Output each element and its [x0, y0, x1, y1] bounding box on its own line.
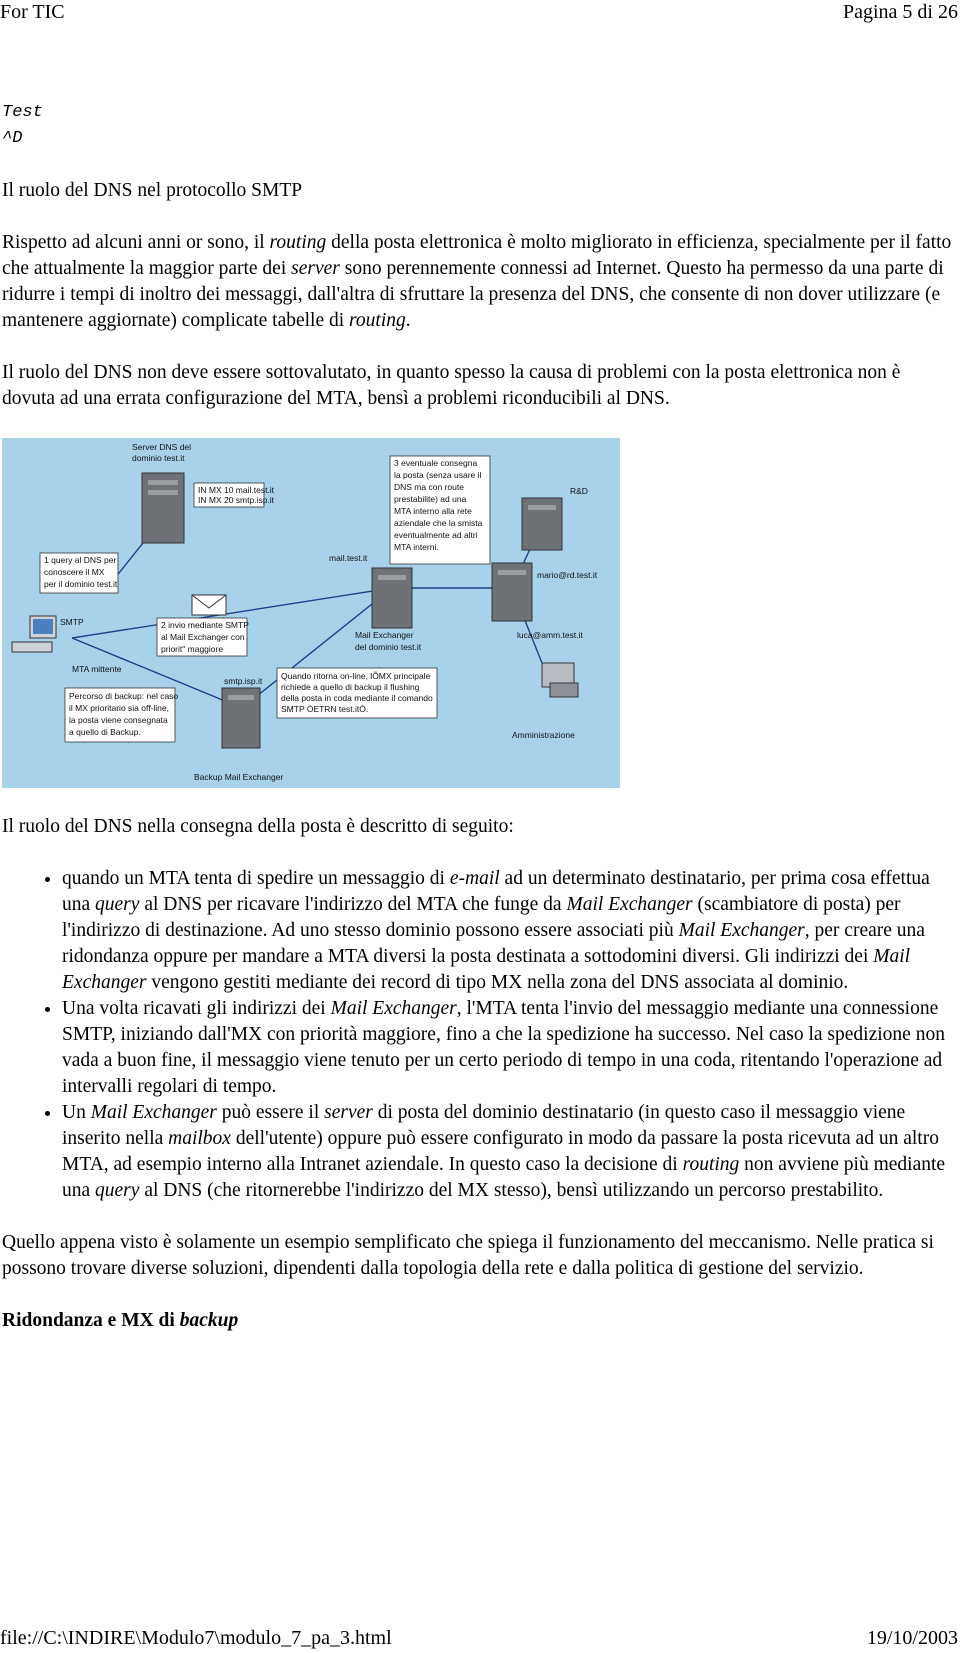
label-smtp: SMTP: [60, 617, 84, 627]
document-body: Test ^D Il ruolo del DNS nel protocollo …: [2, 100, 957, 1360]
page-header: For TIC Pagina 5 di 26: [0, 0, 960, 26]
svg-text:al Mail Exchanger con: al Mail Exchanger con: [161, 632, 245, 642]
label-mario: mario@rd.test.it: [537, 570, 598, 580]
label-admin: Amministrazione: [512, 730, 575, 740]
paragraph-dns-role: Il ruolo del DNS non deve essere sottova…: [2, 362, 901, 409]
label-mail-host: mail.test.it: [329, 553, 368, 563]
header-title: For TIC: [0, 1, 65, 23]
svg-text:la posta (senza usare il: la posta (senza usare il: [394, 470, 482, 480]
list-item: Un Mail Exchanger può essere il server d…: [62, 1100, 957, 1204]
svg-text:IN MX 20 smtp.isp.it: IN MX 20 smtp.isp.it: [198, 495, 275, 505]
label-step3: 3 eventuale consegna: [394, 458, 477, 468]
section-heading-backup: Ridondanza e MX di backup: [2, 1310, 239, 1331]
svg-text:la posta viene consegnata: la posta viene consegnata: [69, 715, 168, 725]
footer-file-path: file://C:\INDIRE\Modulo7\modulo_7_pa_3.h…: [0, 1627, 392, 1649]
label-luca: luca@amm.test.it: [517, 630, 583, 640]
svg-text:richiede a quello di backup il: richiede a quello di backup il flushing: [281, 682, 420, 692]
svg-text:MTA interni.: MTA interni.: [394, 542, 439, 552]
svg-text:SMTP ÒETRN test.itÓ.: SMTP ÒETRN test.itÓ.: [281, 704, 368, 714]
label-server-dns: Server DNS del: [132, 442, 191, 452]
svg-text:MTA interno alla rete: MTA interno alla rete: [394, 506, 472, 516]
mono-line-2: ^D: [2, 129, 23, 148]
label-step2: 2 invio mediante SMTP: [161, 620, 249, 630]
label-return-note: Quando ritorna on-line, lÕMX principale: [281, 671, 431, 681]
svg-text:per il dominio test.it: per il dominio test.it: [44, 579, 118, 589]
delivery-steps-list: quando un MTA tenta di spedire un messag…: [2, 866, 957, 1204]
svg-text:prestabilite) ad una: prestabilite) ad una: [394, 494, 467, 504]
svg-text:DNS ma con route: DNS ma con route: [394, 482, 464, 492]
section-title: Il ruolo del DNS nel protocollo SMTP: [2, 180, 303, 201]
svg-text:della posta in coda mediante i: della posta in coda mediante il comando: [281, 693, 433, 703]
list-item: Una volta ricavati gli indirizzi dei Mai…: [62, 996, 957, 1100]
mono-line-1: Test: [2, 103, 43, 122]
paragraph-dns-delivery: Il ruolo del DNS nella consegna della po…: [2, 816, 514, 837]
paragraph-routing: Rispetto ad alcuni anni or sono, il rout…: [2, 232, 952, 331]
svg-text:dominio test.it: dominio test.it: [132, 453, 185, 463]
label-rd: R&D: [570, 486, 588, 496]
svg-text:il MX prioritario sia off-lin: il MX prioritario sia off-line,: [69, 703, 169, 713]
label-step1: 1 query al DNS per: [44, 555, 116, 565]
svg-text:conoscere il MX: conoscere il MX: [44, 567, 105, 577]
svg-text:a quello di Backup.: a quello di Backup.: [69, 727, 141, 737]
label-backup-note: Percorso di backup: nel caso: [69, 691, 178, 701]
page-number: Pagina 5 di 26: [843, 1, 958, 23]
list-item: quando un MTA tenta di spedire un messag…: [62, 866, 957, 996]
footer-date: 19/10/2003: [866, 1627, 958, 1649]
dns-mx-diagram: Server DNS del dominio test.it IN MX 10 …: [2, 438, 620, 788]
label-backup-mx: Backup Mail Exchanger: [194, 772, 283, 782]
svg-text:priorit" maggiore: priorit" maggiore: [161, 644, 223, 654]
svg-text:eventualmente ad altri: eventualmente ad altri: [394, 530, 478, 540]
svg-text:del dominio test.it: del dominio test.it: [355, 642, 422, 652]
paragraph-summary: Quello appena visto è solamente un esemp…: [2, 1232, 934, 1279]
label-mx-records: IN MX 10 mail.test.it: [198, 485, 275, 495]
label-smtp-isp: smtp.isp.it: [224, 676, 263, 686]
label-mta-sender: MTA mittente: [72, 664, 122, 674]
label-mx-main: Mail Exchanger: [355, 630, 414, 640]
svg-text:aziendale che la smista: aziendale che la smista: [394, 518, 483, 528]
